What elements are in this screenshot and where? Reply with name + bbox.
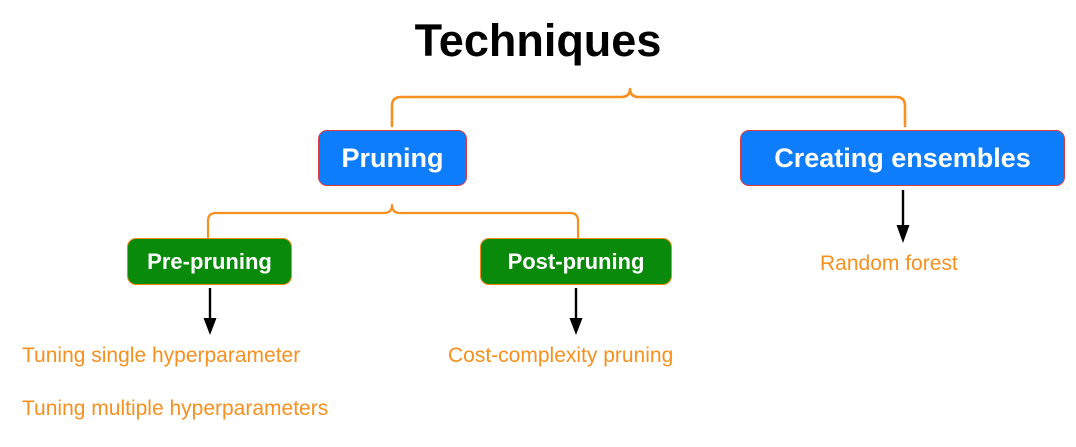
brace-pruning-icon [206,203,580,240]
leaf-random-forest: Random forest [820,252,958,275]
leaf-tuning-multiple-hyperparameters: Tuning multiple hyperparameters [22,397,329,420]
arrow-prepruning-icon [203,288,217,335]
arrow-ensembles-icon [896,190,910,243]
arrow-postpruning-icon [569,288,583,335]
node-pruning[interactable]: Pruning [318,130,467,186]
node-creating-ensembles[interactable]: Creating ensembles [740,130,1065,186]
page-title: Techniques [414,15,662,66]
node-post-pruning[interactable]: Post-pruning [480,238,672,285]
leaf-cost-complexity-pruning: Cost-complexity pruning [448,344,674,367]
leaf-tuning-single-hyperparameter: Tuning single hyperparameter [22,344,301,367]
brace-techniques-icon [390,87,907,128]
node-pre-pruning[interactable]: Pre-pruning [127,238,292,285]
